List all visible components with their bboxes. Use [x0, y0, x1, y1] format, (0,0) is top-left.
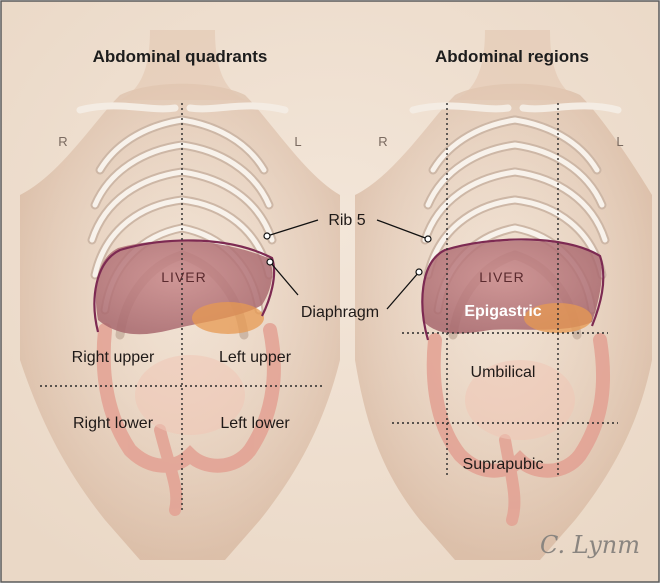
rib-callout-label: Rib 5 [328, 212, 365, 229]
rib-dot-right [425, 236, 431, 242]
quadrant-right-upper-label: Right upper [72, 349, 155, 366]
right-panel-l-label: L [616, 134, 623, 149]
diaphragm-dot-left [267, 259, 273, 265]
quadrant-left-lower-label: Left lower [220, 415, 290, 432]
left-liver-label: LIVER [161, 269, 206, 285]
artist-signature: C. Lynm [540, 531, 640, 559]
left-panel-title: Abdominal quadrants [93, 47, 268, 66]
rib-dot-left [264, 233, 270, 239]
region-umbilical-label: Umbilical [471, 364, 536, 381]
left-panel-l-label: L [294, 134, 301, 149]
left-stomach [192, 302, 264, 334]
right-liver-label: LIVER [479, 269, 524, 285]
left-panel-r-label: R [58, 134, 67, 149]
region-suprapubic-label: Suprapubic [463, 456, 544, 473]
diaphragm-dot-right [416, 269, 422, 275]
right-panel-r-label: R [378, 134, 387, 149]
diaphragm-callout-label: Diaphragm [301, 304, 379, 321]
right-panel-title: Abdominal regions [435, 47, 589, 66]
region-epigastric-label: Epigastric [464, 303, 541, 320]
quadrant-left-upper-label: Left upper [219, 349, 292, 366]
quadrant-right-lower-label: Right lower [73, 415, 154, 432]
